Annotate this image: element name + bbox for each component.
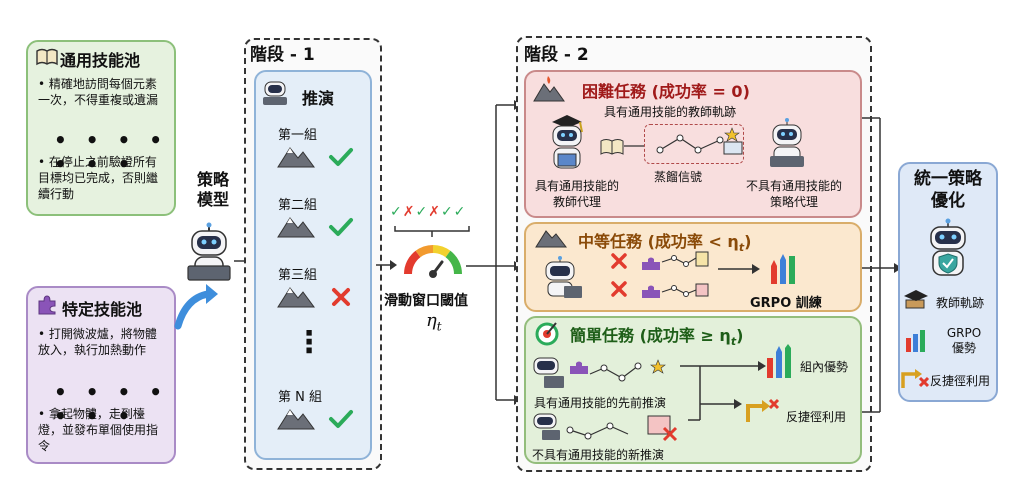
easy-connector	[680, 361, 766, 421]
bracket-icon	[394, 226, 470, 237]
unified-grpo-label: GRPO 優勢	[946, 326, 982, 355]
robot-laptop-icon	[545, 256, 582, 298]
mountain-icon	[277, 409, 315, 430]
mountain-icon	[277, 287, 315, 308]
specific-pool-title: 特定技能池	[62, 300, 143, 319]
policy-model-label: 策略 模型	[196, 170, 229, 209]
check-icon	[329, 218, 353, 236]
shield-robot-icon	[930, 218, 966, 276]
mark: ✗	[428, 204, 441, 220]
general-pool-item-1: • 精確地訪問每個元素一次，不得重複或遺漏	[38, 77, 159, 107]
mark: ✗	[402, 204, 416, 220]
prev-rollout-label: 具有通用技能的先前推演	[534, 396, 667, 410]
in-group-advantage-label: 組內優勢	[800, 360, 849, 374]
anti-shortcut-label: 反捷徑利用	[786, 410, 847, 424]
group-label: 第三組	[278, 268, 318, 283]
general-skill-pool: 通用技能池 • 精確地訪問每個元素一次，不得重複或遺漏 • • • • • • …	[26, 40, 176, 216]
branch-connector	[466, 100, 522, 405]
robot-icon	[182, 222, 236, 290]
distill-signal-label: 蒸餾信號	[654, 170, 703, 184]
curved-arrow-icon	[174, 284, 218, 330]
general-pool-item-2: • 在停止之前驗證所有目標均已完成，否則繼續行動	[38, 155, 159, 201]
student-robot-icon	[770, 118, 804, 167]
specific-pool-item-2: • 拿起物體，走到檯燈，並發布單個使用指令	[38, 407, 159, 453]
teacher-robot-icon	[552, 115, 583, 169]
unified-teacher-label: 教師軌跡	[936, 296, 985, 310]
target-icon	[535, 322, 559, 346]
teacher-agent-label: 具有通用技能的教師代理	[534, 179, 619, 209]
rollout-title: 推演	[302, 89, 335, 108]
grpo-bars-icon	[906, 330, 925, 352]
rollout-panel	[254, 70, 372, 460]
trajectory-icon	[624, 127, 743, 155]
anti-shortcut-icon	[901, 369, 930, 388]
group-label: 第二組	[278, 198, 318, 213]
group-label: 第一組	[278, 128, 318, 143]
new-rollout-label: 不具有通用技能的新推演	[532, 448, 665, 462]
mountain-icon	[277, 147, 315, 168]
general-pool-dots: • • • • • • •	[54, 128, 169, 176]
gauge-icon	[404, 245, 462, 278]
group-row-1: 第一組	[262, 120, 372, 180]
stage2-title: 階段 - 2	[524, 45, 589, 65]
hard-teacher-traj-label: 具有通用技能的教師軌跡	[604, 105, 737, 119]
specific-skill-pool: 特定技能池 • 打開微波爐，將物體放入，執行加熱動作 • • • • • • •…	[26, 286, 176, 464]
hard-task-title: 困難任務 (成功率 = 0)	[582, 82, 750, 101]
puzzle-icon	[36, 294, 58, 320]
cross-icon	[332, 288, 350, 306]
arrow-icon	[376, 260, 397, 270]
trajectory-icon	[642, 251, 709, 298]
mountain-icon	[535, 230, 568, 248]
unified-title: 統一策略 優化	[914, 169, 982, 211]
unified-anti-label: 反捷徑利用	[930, 374, 991, 388]
mountain-icon	[277, 217, 315, 238]
hard-task-panel	[524, 70, 862, 218]
check-icon	[329, 410, 353, 428]
grpo-bars-icon	[767, 344, 791, 378]
mark: ✓	[415, 204, 429, 220]
mark: ✓	[440, 204, 454, 220]
book-icon	[36, 48, 58, 70]
stage1-title: 階段 - 1	[250, 45, 315, 65]
anti-shortcut-icon	[746, 398, 780, 422]
grpo-bars-icon	[771, 254, 795, 284]
distill-box	[644, 124, 744, 164]
small-robot-icon	[262, 80, 288, 110]
trajectory-icon	[533, 357, 666, 388]
trajectory-icon	[533, 413, 678, 442]
window-marks: ✓✗✓✗✓✓	[390, 204, 466, 220]
general-pool-title: 通用技能池	[60, 51, 141, 70]
mountain-fire-icon	[533, 76, 565, 102]
arrow-icon	[718, 264, 760, 274]
specific-pool-item-1: • 打開微波爐，將物體放入，執行加熱動作	[38, 327, 157, 357]
group-row-n: 第 N 組	[262, 382, 372, 442]
mark: ✓	[390, 204, 403, 220]
graduation-cap-icon	[904, 290, 928, 309]
window-symbol: ηt	[426, 310, 442, 334]
group-row-3: 第三組	[262, 260, 372, 320]
medium-task-panel	[524, 222, 862, 312]
group-vdots: ⋮	[294, 325, 324, 360]
easy-task-panel	[524, 316, 862, 464]
group-label: 第 N 組	[278, 390, 322, 405]
mark: ✓	[453, 204, 467, 220]
medium-task-title: 中等任務 (成功率 < ηt)	[578, 232, 752, 255]
student-agent-label: 不具有通用技能的策略代理	[746, 179, 843, 209]
easy-task-title: 簡單任務 (成功率 ≥ ηt)	[570, 326, 744, 349]
specific-pool-dots: • • • • • • •	[54, 380, 169, 428]
window-label: 滑動窗口閾值	[384, 293, 468, 309]
cross-icon	[611, 281, 627, 297]
cross-icon	[611, 253, 627, 269]
book-icon	[600, 139, 624, 155]
check-icon	[329, 148, 353, 166]
unified-panel	[898, 162, 998, 402]
grpo-training-label: GRPO 訓練	[750, 296, 822, 311]
group-row-2: 第二組	[262, 190, 372, 250]
